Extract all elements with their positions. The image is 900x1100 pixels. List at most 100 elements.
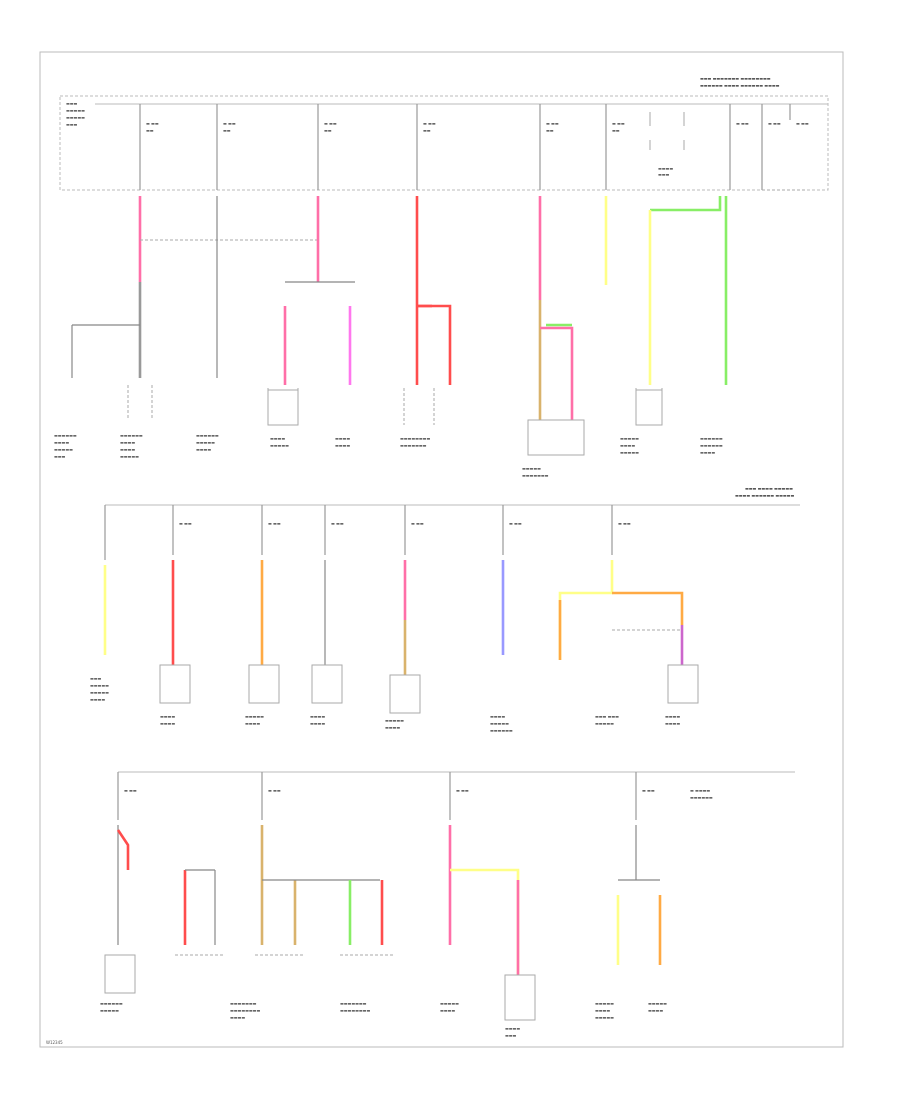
svg-text:▬ ▬▬: ▬ ▬▬ [423, 121, 436, 126]
svg-text:▬▬▬▬▬▬: ▬▬▬▬▬▬ [700, 436, 723, 441]
svg-text:▬▬: ▬▬ [423, 128, 431, 133]
svg-text:▬▬▬▬▬▬: ▬▬▬▬▬▬ [100, 1001, 123, 1006]
svg-text:▬ ▬▬: ▬ ▬▬ [736, 121, 749, 126]
svg-text:▬▬▬▬▬▬: ▬▬▬▬▬▬ [490, 728, 513, 733]
svg-text:▬▬▬▬▬▬▬▬: ▬▬▬▬▬▬▬▬ [400, 436, 430, 441]
svg-text:▬▬▬▬: ▬▬▬▬ [196, 447, 211, 452]
svg-text:▬▬▬▬: ▬▬▬▬ [648, 1008, 663, 1013]
svg-text:▬▬: ▬▬ [223, 128, 231, 133]
svg-text:▬▬▬▬▬: ▬▬▬▬▬ [595, 721, 614, 726]
svg-text:▬▬▬: ▬▬▬ [90, 676, 102, 681]
svg-text:▬ ▬▬: ▬ ▬▬ [179, 521, 192, 526]
svg-text:▬▬▬▬: ▬▬▬▬ [385, 725, 400, 730]
svg-text:▬▬▬▬: ▬▬▬▬ [120, 447, 135, 452]
svg-text:▬▬▬: ▬▬▬ [54, 454, 66, 459]
svg-text:▬▬▬▬▬: ▬▬▬▬▬ [385, 718, 404, 723]
svg-text:▬ ▬▬: ▬ ▬▬ [768, 121, 781, 126]
svg-text:▬▬▬▬▬▬▬: ▬▬▬▬▬▬▬ [340, 1001, 367, 1006]
svg-text:▬▬▬▬▬▬: ▬▬▬▬▬▬ [690, 795, 713, 800]
svg-text:▬▬▬▬: ▬▬▬▬ [440, 1008, 455, 1013]
svg-text:▬ ▬▬: ▬ ▬▬ [456, 788, 469, 793]
svg-text:▬▬▬▬▬: ▬▬▬▬▬ [595, 1015, 614, 1020]
svg-text:▬▬▬▬▬: ▬▬▬▬▬ [120, 454, 139, 459]
svg-text:▬ ▬▬: ▬ ▬▬ [546, 121, 559, 126]
svg-text:▬▬▬▬: ▬▬▬▬ [310, 721, 325, 726]
svg-text:▬▬▬▬▬▬: ▬▬▬▬▬▬ [196, 433, 219, 438]
svg-text:▬▬▬▬: ▬▬▬▬ [54, 440, 69, 445]
svg-text:▬▬▬▬: ▬▬▬▬ [505, 1026, 520, 1031]
svg-text:▬▬▬: ▬▬▬ [505, 1033, 517, 1038]
svg-text:▬▬▬▬: ▬▬▬▬ [665, 721, 680, 726]
component-mid-3 [311, 664, 343, 704]
svg-text:▬▬▬▬▬: ▬▬▬▬▬ [90, 690, 109, 695]
svg-text:▬▬▬▬: ▬▬▬▬ [230, 1015, 245, 1020]
svg-text:▬▬▬: ▬▬▬ [66, 101, 78, 106]
component-bot-1 [104, 954, 136, 994]
svg-text:▬▬▬▬▬▬▬: ▬▬▬▬▬▬▬ [400, 443, 427, 448]
svg-text:▬▬▬▬: ▬▬▬▬ [160, 714, 175, 719]
middle-section: ▬▬▬ ▬▬▬▬ ▬▬▬▬▬ ▬▬▬▬ ▬▬▬▬▬▬ ▬▬▬▬▬ ▬ ▬▬▬ ▬… [90, 486, 800, 733]
svg-text:▬▬▬▬: ▬▬▬▬ [245, 721, 260, 726]
svg-text:▬▬▬ ▬▬▬: ▬▬▬ ▬▬▬ [595, 714, 619, 719]
svg-text:▬ ▬▬: ▬ ▬▬ [223, 121, 236, 126]
svg-text:▬▬▬ ▬▬▬▬▬▬▬ ▬▬▬▬▬▬▬▬: ▬▬▬ ▬▬▬▬▬▬▬ ▬▬▬▬▬▬▬▬ [700, 76, 771, 81]
svg-text:▬▬▬▬ ▬▬▬▬▬▬ ▬▬▬▬▬: ▬▬▬▬ ▬▬▬▬▬▬ ▬▬▬▬▬ [735, 493, 794, 498]
svg-text:▬▬▬▬▬: ▬▬▬▬▬ [522, 466, 541, 471]
svg-text:▬▬▬▬: ▬▬▬▬ [490, 714, 505, 719]
component-mid-1 [159, 664, 191, 704]
svg-text:▬ ▬▬: ▬ ▬▬ [124, 788, 137, 793]
svg-text:▬▬▬▬▬: ▬▬▬▬▬ [54, 447, 73, 452]
svg-text:▬ ▬▬: ▬ ▬▬ [509, 521, 522, 526]
svg-text:▬▬▬▬: ▬▬▬▬ [700, 450, 715, 455]
svg-text:▬▬: ▬▬ [324, 128, 332, 133]
svg-text:▬ ▬▬: ▬ ▬▬ [612, 121, 625, 126]
svg-text:▬ ▬▬: ▬ ▬▬ [796, 121, 809, 126]
top-components: ▬▬▬▬▬▬▬▬▬▬▬▬▬▬▬▬▬▬ ▬▬▬▬▬▬▬▬▬▬▬▬▬▬▬▬▬▬▬ ▬… [54, 385, 723, 478]
svg-text:▬▬▬▬▬: ▬▬▬▬▬ [66, 108, 85, 113]
component-bot-2 [504, 974, 536, 1021]
svg-text:▬▬▬▬: ▬▬▬▬ [310, 714, 325, 719]
svg-text:▬ ▬▬: ▬ ▬▬ [411, 521, 424, 526]
svg-text:▬▬: ▬▬ [612, 128, 620, 133]
svg-text:▬▬▬▬: ▬▬▬▬ [658, 166, 673, 171]
svg-text:▬▬▬▬▬: ▬▬▬▬▬ [620, 436, 639, 441]
svg-text:▬▬▬▬▬: ▬▬▬▬▬ [490, 721, 509, 726]
bottom-section: ▬ ▬▬ ▬ ▬▬ ▬ ▬▬ ▬ ▬▬ ▬ ▬▬▬▬ ▬▬▬▬▬▬ [100, 771, 795, 1038]
svg-text:▬▬▬▬▬▬: ▬▬▬▬▬▬ [120, 433, 143, 438]
relay-symbol [649, 112, 685, 150]
svg-text:▬▬▬▬: ▬▬▬▬ [270, 436, 285, 441]
component-mid-4 [389, 674, 421, 714]
component-top-5 [527, 419, 585, 456]
component-top-3 [267, 389, 299, 426]
svg-text:▬▬▬▬: ▬▬▬▬ [335, 443, 350, 448]
svg-text:▬▬▬▬▬: ▬▬▬▬▬ [66, 115, 85, 120]
svg-text:▬▬▬▬▬▬▬: ▬▬▬▬▬▬▬ [522, 473, 549, 478]
svg-text:▬▬▬▬▬: ▬▬▬▬▬ [100, 1008, 119, 1013]
svg-text:▬▬▬▬▬▬▬: ▬▬▬▬▬▬▬ [230, 1001, 257, 1006]
svg-text:▬▬▬▬▬▬▬▬: ▬▬▬▬▬▬▬▬ [340, 1008, 370, 1013]
svg-text:▬▬▬: ▬▬▬ [658, 172, 670, 177]
svg-text:▬ ▬▬: ▬ ▬▬ [642, 788, 655, 793]
svg-text:▬▬▬▬: ▬▬▬▬ [90, 697, 105, 702]
svg-text:▬▬▬▬▬▬: ▬▬▬▬▬▬ [54, 433, 77, 438]
fuse-box-outline [59, 95, 829, 191]
component-top-6 [635, 389, 663, 426]
svg-text:▬ ▬▬: ▬ ▬▬ [324, 121, 337, 126]
svg-text:▬ ▬▬▬▬: ▬ ▬▬▬▬ [690, 788, 710, 793]
svg-text:▬▬▬▬▬: ▬▬▬▬▬ [440, 1001, 459, 1006]
svg-text:▬ ▬▬: ▬ ▬▬ [268, 521, 281, 526]
svg-text:▬▬▬▬▬: ▬▬▬▬▬ [270, 443, 289, 448]
component-mid-5 [667, 664, 699, 704]
svg-text:▬▬▬▬▬▬▬▬: ▬▬▬▬▬▬▬▬ [230, 1008, 260, 1013]
svg-text:▬▬: ▬▬ [546, 128, 554, 133]
svg-text:▬▬▬▬▬: ▬▬▬▬▬ [620, 450, 639, 455]
svg-text:▬ ▬▬: ▬ ▬▬ [331, 521, 344, 526]
svg-text:▬▬▬▬: ▬▬▬▬ [620, 443, 635, 448]
svg-text:▬▬▬▬▬: ▬▬▬▬▬ [196, 440, 215, 445]
svg-text:▬▬▬▬▬: ▬▬▬▬▬ [245, 714, 264, 719]
svg-text:▬ ▬▬: ▬ ▬▬ [268, 788, 281, 793]
footer-code: W12345 [46, 1040, 63, 1045]
svg-text:▬▬▬▬▬: ▬▬▬▬▬ [648, 1001, 667, 1006]
fuse-box-top: ▬▬▬ ▬▬▬▬▬▬▬ ▬▬▬▬▬▬▬▬ ▬▬▬▬▬▬ ▬▬▬▬ ▬▬▬▬▬▬ … [59, 76, 829, 191]
